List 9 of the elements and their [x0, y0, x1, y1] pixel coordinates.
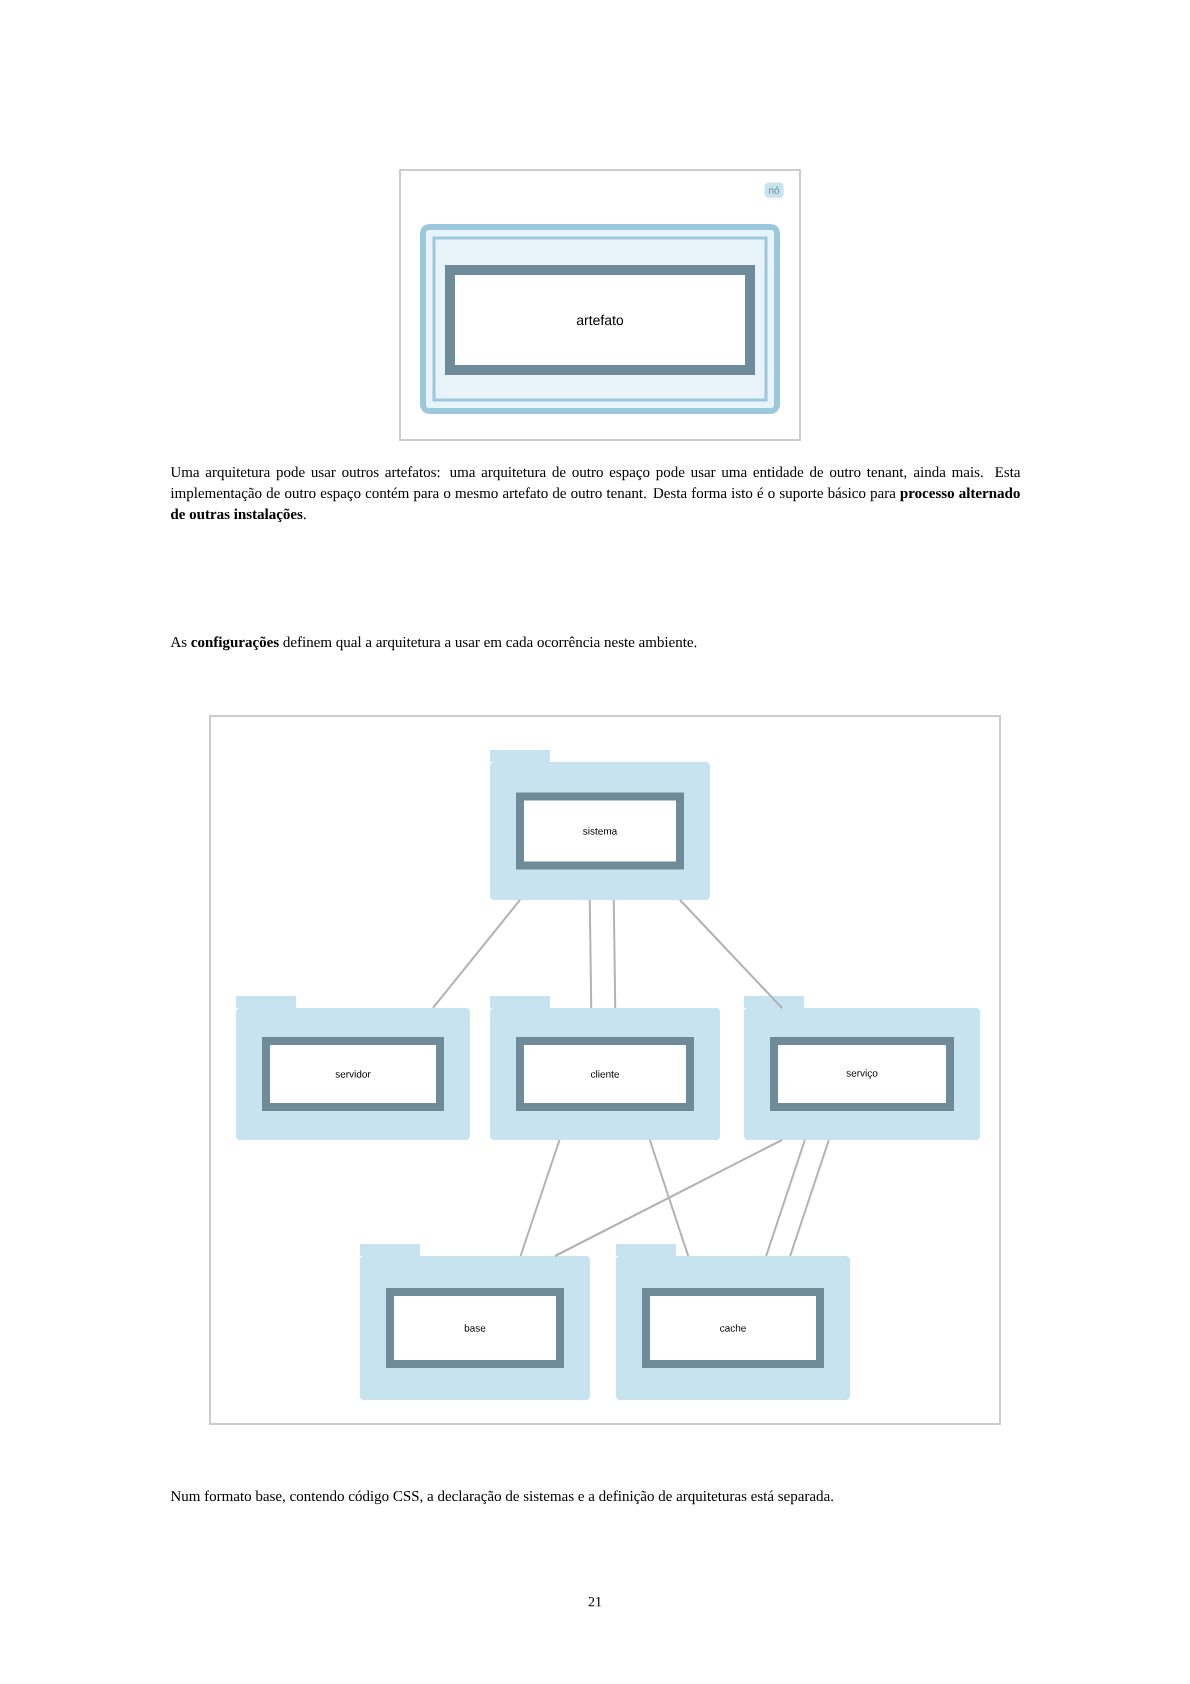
connector-line	[588, 899, 593, 1009]
connector-line	[679, 899, 783, 1009]
connector-line	[554, 1139, 783, 1257]
connector-line	[519, 1139, 561, 1257]
connector-line	[612, 899, 617, 1009]
connector-line	[789, 1139, 830, 1257]
connector-line	[432, 899, 521, 1009]
connector-line	[765, 1139, 806, 1257]
connector-line	[648, 1139, 690, 1257]
